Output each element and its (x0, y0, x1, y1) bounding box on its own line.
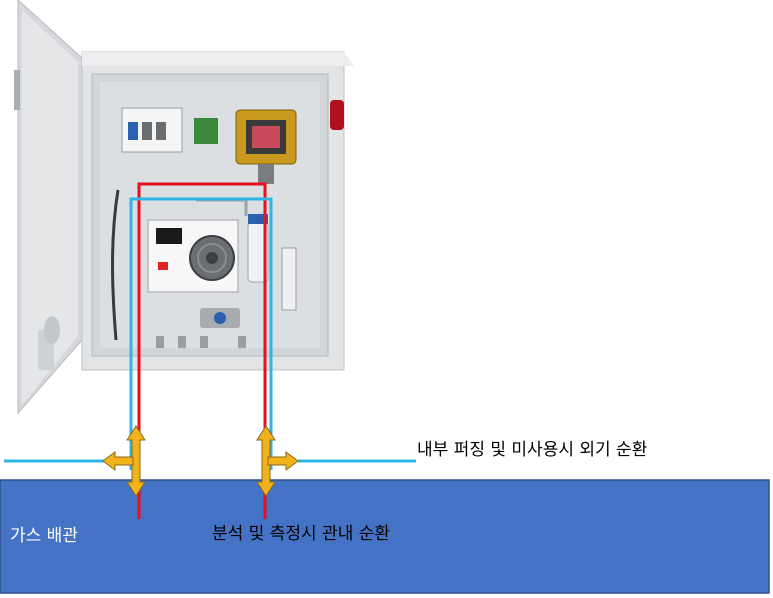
left-flow-arrows (102, 425, 146, 497)
flowmeter (281, 247, 297, 311)
gas-pipe-label: 가스 배관 (10, 526, 78, 546)
right-flow-arrows (256, 425, 299, 497)
gas-pipe-box (0, 479, 770, 594)
analysis-circulation-label: 분석 및 측정시 관내 순환 (212, 524, 391, 544)
double-arrow-vertical-icon (126, 425, 146, 497)
purge-circulation-text: 내부 퍼징 및 미사용시 외기 순환 (417, 440, 648, 460)
alarm-beacon (330, 100, 344, 130)
arrow-right-icon (267, 451, 299, 471)
red-circulation-line (137, 182, 267, 519)
analyzer-cabinet-photo (14, 0, 354, 415)
arrow-left-icon (102, 451, 134, 471)
double-arrow-vertical-icon (256, 425, 276, 497)
purge-circulation-label: 내부 퍼징 및 미사용시 외기 순환 (417, 442, 647, 459)
blue-circulation-line (129, 197, 273, 470)
